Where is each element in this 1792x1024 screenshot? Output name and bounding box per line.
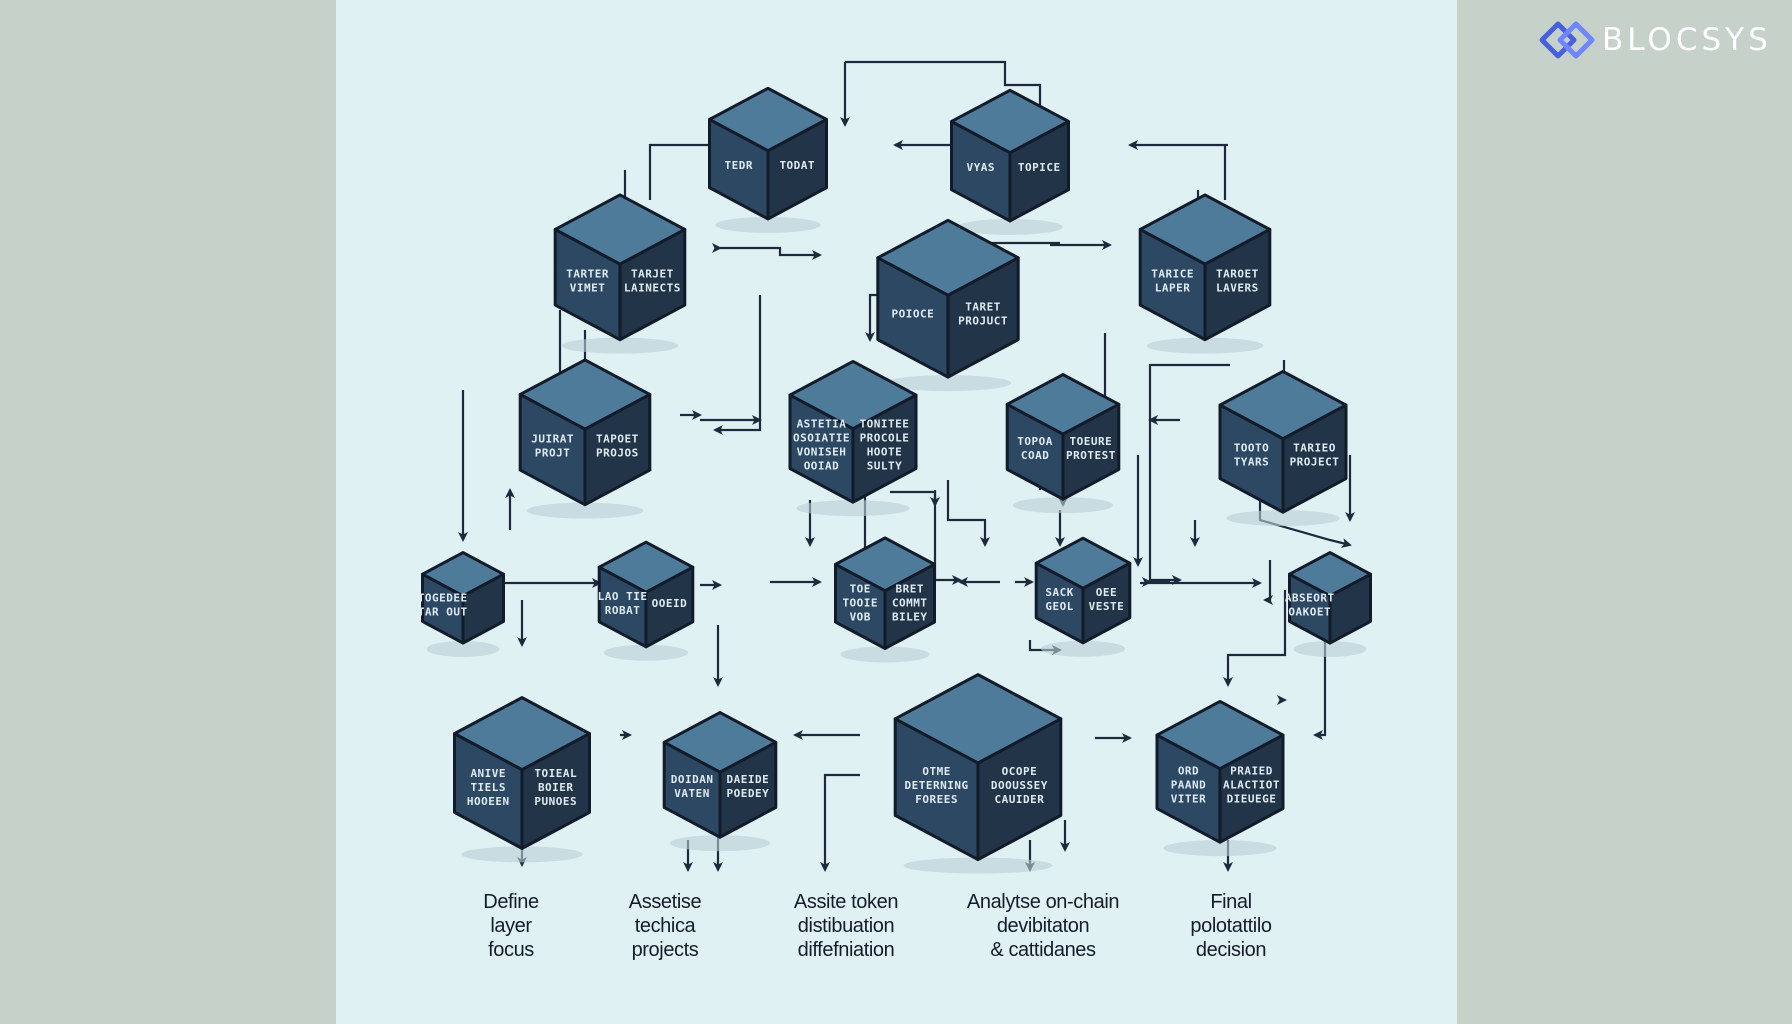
cube-top-face [553, 193, 687, 266]
cube-top-face [1218, 369, 1348, 441]
cube-top-face [1288, 551, 1372, 598]
cube-top-face [1155, 699, 1285, 771]
connector-arrow [1223, 590, 1287, 687]
connector-arrow [946, 480, 990, 547]
step-caption-4: Analytse on-chain devibitaton & cattidan… [966, 891, 1120, 961]
cube-top-face [1138, 193, 1272, 266]
cube-top-face [950, 88, 1070, 155]
connector-arrow [890, 490, 940, 507]
step-caption-1: Define layer focus [483, 891, 539, 961]
diamond-logo-icon [1539, 21, 1595, 59]
connector-arrow [1313, 640, 1327, 740]
right-border-panel [1457, 0, 1792, 1024]
cube-label-left: POIOCE [892, 307, 935, 320]
cube-label-left: TEDR [725, 159, 754, 172]
connector-arrow [648, 140, 727, 200]
cube-top-face [876, 218, 1020, 297]
cube-node: TEDR TODAT [708, 86, 828, 233]
cube-top-face [893, 673, 1063, 765]
cube-node: VYAS TOPICE [950, 88, 1070, 235]
left-border-panel [0, 0, 336, 1024]
cube-top-face [1005, 373, 1121, 436]
cube-label-right: TOPICE [1018, 161, 1061, 174]
step-caption-5: Final polotattilo decision [1190, 891, 1272, 961]
connector-arrow [820, 773, 860, 872]
connector-arrow [720, 246, 822, 260]
connector-arrow [1258, 500, 1352, 548]
cube-label-right: TODAT [779, 159, 815, 172]
cube-top-face [1034, 536, 1132, 590]
cube-top-face [453, 696, 591, 772]
step-caption-3: Assite token distibuation diffefniation [793, 891, 899, 961]
cube-top-face [421, 551, 505, 598]
brand-logo: BLOCSYS [1538, 16, 1772, 64]
connector-arrow [713, 295, 762, 435]
cube-top-face [597, 540, 695, 594]
cube-label-right: OOEID [652, 597, 688, 610]
cube-top-face [788, 359, 918, 431]
cube-top-face [834, 536, 936, 593]
cube-top-face [708, 86, 828, 153]
connector-arrow [1130, 145, 1228, 200]
cube-label-left: VYAS [967, 161, 996, 174]
connector-arrow [1148, 363, 1230, 585]
connector-arrow [1263, 560, 1273, 605]
connector-arrow [845, 60, 1045, 127]
cube-top-face [518, 358, 652, 431]
cube-top-face [662, 711, 778, 774]
step-caption-2: Assetise techica projects [628, 891, 702, 961]
brand-name: BLOCSYS [1602, 22, 1772, 58]
